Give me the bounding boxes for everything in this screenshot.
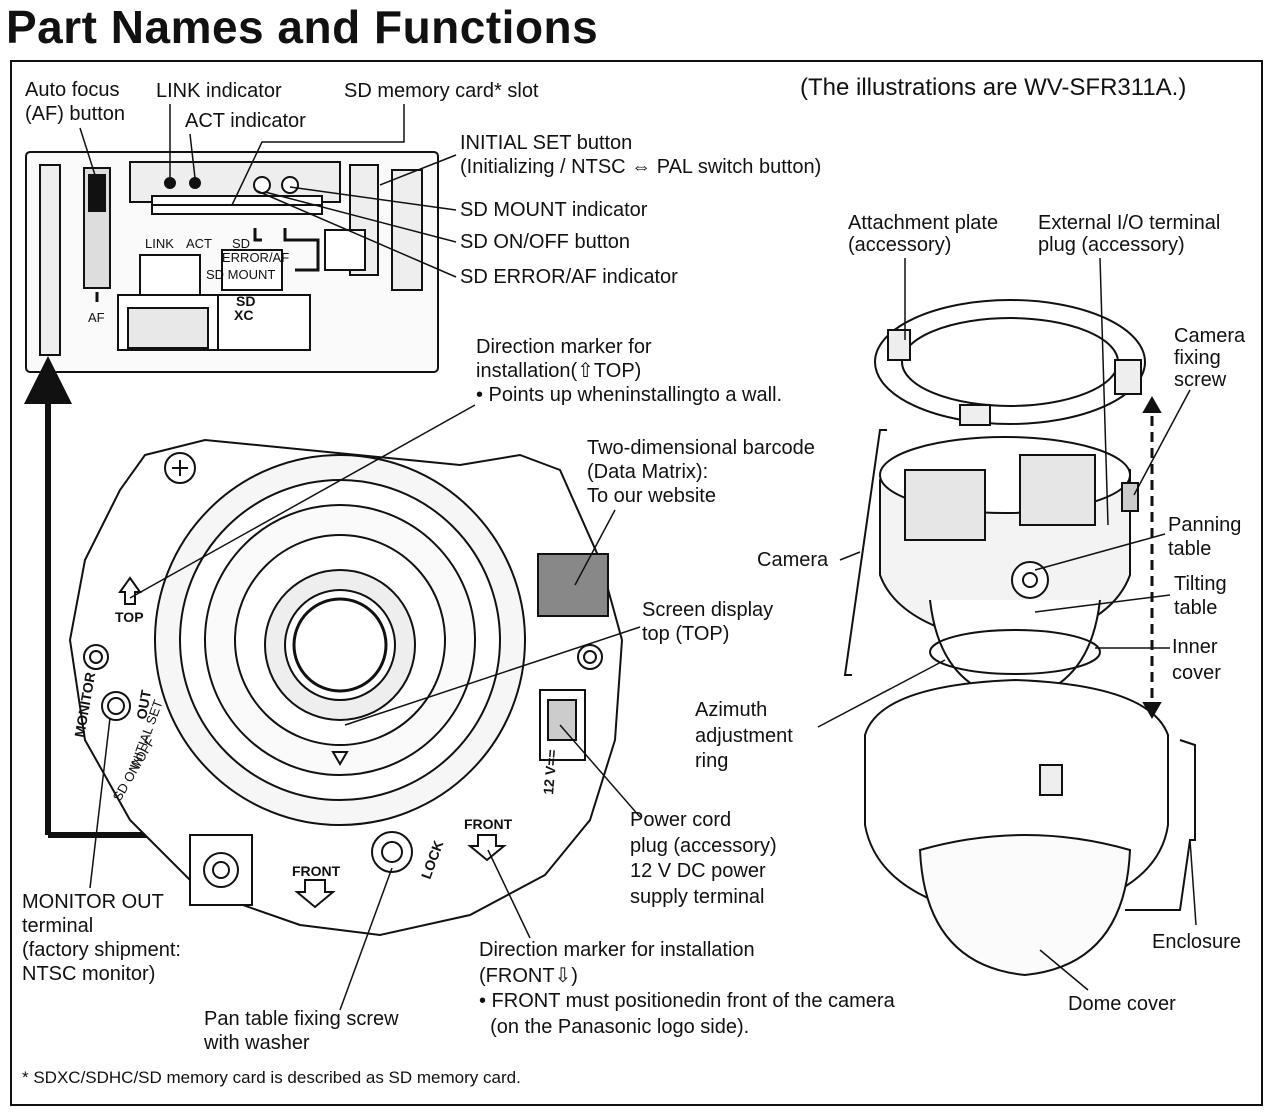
inset-mark-error-af: ERROR/AF <box>222 250 289 265</box>
label-direction-top-line1: Direction marker for <box>476 336 652 358</box>
label-power-cord-line4: supply terminal <box>630 885 765 908</box>
label-direction-front-line2: (FRONT⇩) <box>479 964 578 987</box>
label-enclosure: Enclosure <box>1152 931 1241 953</box>
mark-front-left: FRONT <box>292 863 341 879</box>
label-panning-table: Panning table <box>1168 513 1241 561</box>
label-direction-front-line1: Direction marker for installation <box>479 939 755 961</box>
label-monitor-out-line1: MONITOR OUT <box>22 891 164 913</box>
label-initial-set: INITIAL SET button (Initializing / NTSC … <box>460 131 821 179</box>
label-link-indicator: LINK indicator <box>156 80 282 102</box>
inset-mark-sd-mount: SD MOUNT <box>206 267 275 282</box>
label-monitor-out: MONITOR OUT terminal (factory shipment: … <box>22 890 181 986</box>
label-camera-fixing-line1: Camera <box>1174 325 1246 347</box>
body-leader-lines <box>89 404 641 1011</box>
inset-leader-lines <box>79 104 457 278</box>
label-direction-top-line2: installation(⇧TOP) <box>476 360 642 382</box>
label-sd-error: SD ERROR/AF indicator <box>460 266 678 288</box>
label-af-button-line2: (AF) button <box>25 103 126 125</box>
inset-mark-af: AF <box>88 310 105 325</box>
label-monitor-out-line4: NTSC monitor) <box>22 963 156 985</box>
label-dome-cover: Dome cover <box>1068 993 1176 1015</box>
label-sd-slot: SD memory card* slot <box>344 80 539 102</box>
label-attachment-plate-line2: (accessory) <box>848 234 952 256</box>
inset-mark-sdxc-top: SD <box>236 293 255 309</box>
sd-slot-inset <box>24 151 439 838</box>
mark-out: OUT <box>133 688 154 720</box>
label-direction-top-line3: • Points up wheninstallingto a wall. <box>476 384 783 406</box>
label-barcode-line3: To our website <box>587 485 716 507</box>
label-monitor-out-line3: (factory shipment: <box>22 939 181 961</box>
camera-base-top-view <box>68 438 624 937</box>
label-direction-front-line4: (on the Panasonic logo side). <box>479 1015 750 1038</box>
label-camera: Camera <box>757 549 829 571</box>
mark-front-right: FRONT <box>464 816 513 832</box>
label-camera-fixing-line2: fixing <box>1174 347 1221 369</box>
label-azimuth-ring: Azimuth adjustment ring <box>695 698 793 775</box>
label-power-cord-line2: plug (accessory) <box>630 834 777 857</box>
label-monitor-out-line2: terminal <box>22 915 94 937</box>
label-power-cord: Power cord plug (accessory) 12 V DC powe… <box>630 808 777 910</box>
inset-mark-act: ACT <box>186 236 212 251</box>
label-inner-cover-line1: Inner <box>1172 636 1218 658</box>
label-screen-top-line1: Screen display <box>642 599 774 621</box>
label-power-cord-line3: 12 V DC power <box>630 860 766 882</box>
page-title: Part Names and Functions <box>6 1 599 53</box>
label-direction-top: Direction marker for installation(⇧TOP) … <box>476 335 782 407</box>
label-sd-mount: SD MOUNT indicator <box>460 199 648 221</box>
label-camera-fixing-line3: screw <box>1174 369 1227 391</box>
label-attachment-plate: Attachment plate (accessory) <box>848 212 998 256</box>
label-screen-top: Screen display top (TOP) <box>642 598 773 646</box>
inset-mark-sd: SD <box>232 236 250 251</box>
label-ext-io: External I/O terminal plug (accessory) <box>1038 212 1220 256</box>
inset-mark-sdxc-bottom: XC <box>234 307 253 323</box>
mark-12v: 12 V== <box>540 749 560 795</box>
label-azimuth-line3: ring <box>695 750 729 772</box>
label-direction-front-line3: • FRONT must positionedin front of the c… <box>479 990 895 1012</box>
inset-mark-link: LINK <box>145 236 174 251</box>
label-power-cord-line1: Power cord <box>630 809 732 831</box>
label-pan-screw-line2: with washer <box>204 1032 310 1054</box>
label-direction-front: Direction marker for installation (FRONT… <box>479 938 895 1040</box>
side-leader-lines <box>817 257 1197 991</box>
label-ext-io-line1: External I/O terminal <box>1038 212 1221 234</box>
label-tilting-table-line2: table <box>1174 597 1218 619</box>
illustration-note: (The illustrations are WV-SFR311A.) <box>800 74 1187 101</box>
label-azimuth-line2: adjustment <box>695 724 793 747</box>
label-tilting-table: Tilting table <box>1174 572 1227 620</box>
label-attachment-plate-line1: Attachment plate <box>848 212 999 234</box>
label-screen-top-line2: top (TOP) <box>642 623 730 645</box>
label-barcode-line1: Two-dimensional barcode <box>587 437 815 459</box>
label-tilting-table-line1: Tilting <box>1174 573 1227 595</box>
label-af-button: Auto focus (AF) button <box>25 78 125 126</box>
label-barcode: Two-dimensional barcode (Data Matrix): T… <box>587 436 815 508</box>
label-inner-cover-line2: cover <box>1172 662 1221 684</box>
figure-frame <box>10 60 1263 1106</box>
label-act-indicator: ACT indicator <box>185 110 306 132</box>
label-barcode-line2: (Data Matrix): <box>587 461 709 483</box>
label-initial-set-line2: (Initializing / NTSC ⇔ PAL switch button… <box>460 156 822 178</box>
label-pan-screw-line1: Pan table fixing screw <box>204 1008 399 1030</box>
label-panning-table-line2: table <box>1168 538 1212 560</box>
label-camera-fixing-screw: Camera fixing screw <box>1174 325 1245 391</box>
label-ext-io-line2: plug (accessory) <box>1038 234 1185 256</box>
exploded-side-view <box>843 299 1196 977</box>
label-inner-cover: Inner cover <box>1172 634 1221 686</box>
label-sd-onoff: SD ON/OFF button <box>460 231 631 253</box>
label-panning-table-line1: Panning <box>1168 514 1242 536</box>
label-pan-screw: Pan table fixing screw with washer <box>204 1007 399 1055</box>
label-af-button-line1: Auto focus <box>25 79 120 101</box>
label-azimuth-line1: Azimuth <box>695 699 768 721</box>
footnote: * SDXC/SDHC/SD memory card is described … <box>22 1068 521 1087</box>
mark-top: TOP <box>115 609 144 625</box>
label-initial-set-line1: INITIAL SET button <box>460 132 633 154</box>
